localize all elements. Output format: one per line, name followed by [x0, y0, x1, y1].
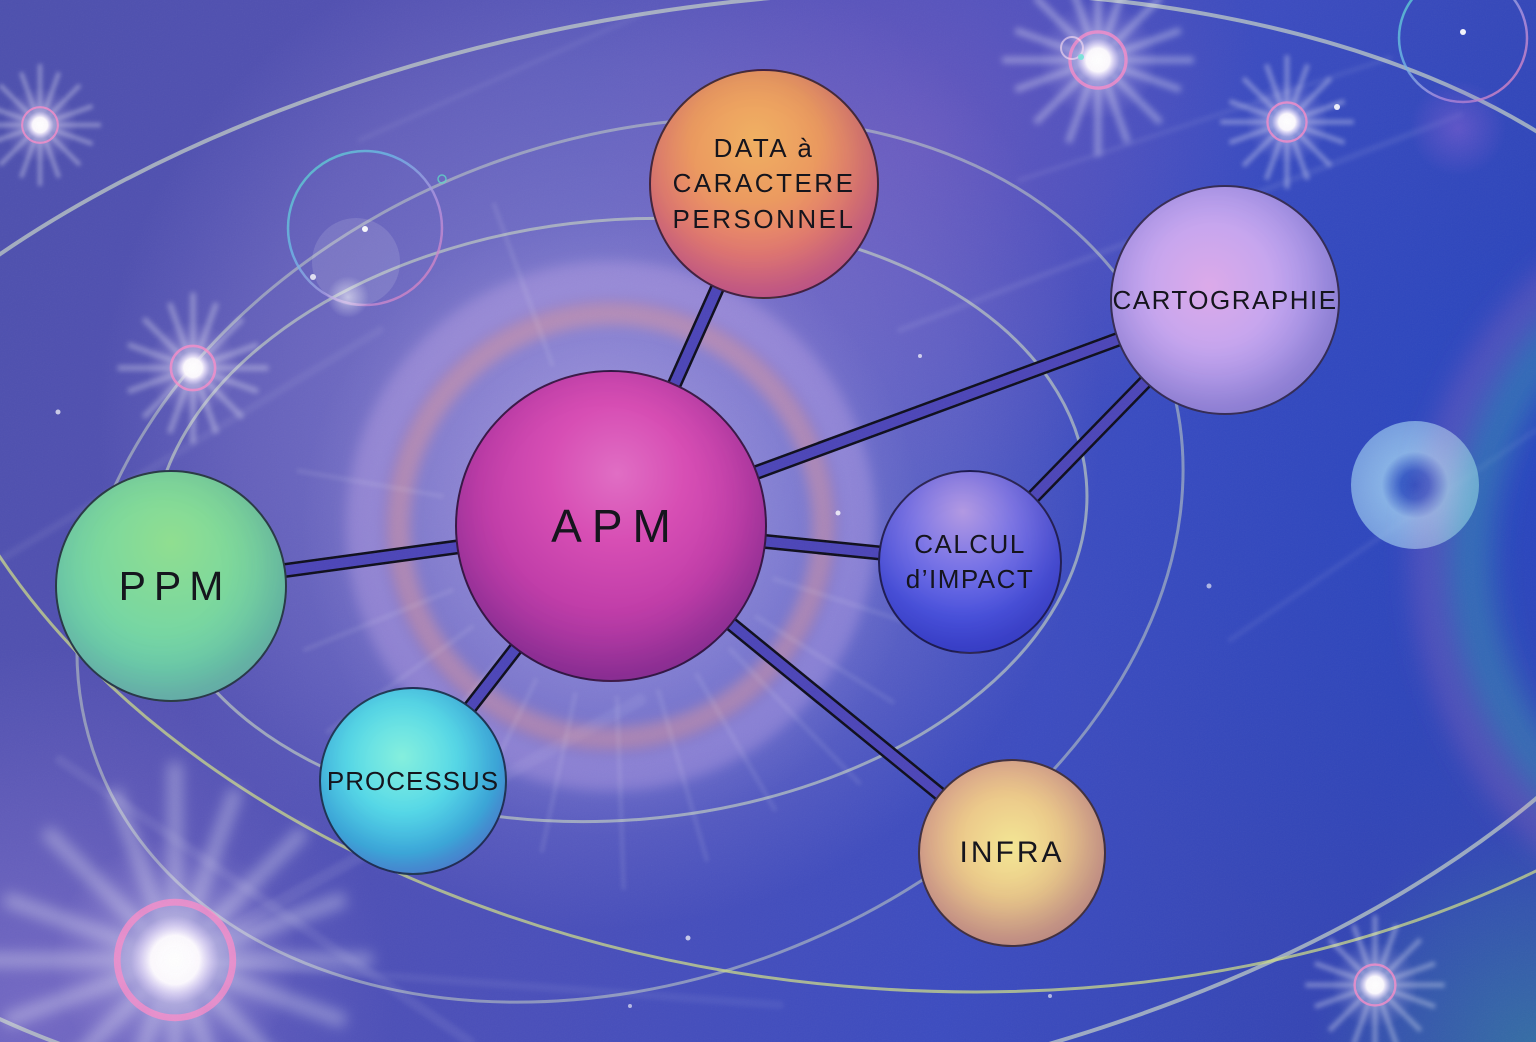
node-ppm: PPM	[55, 470, 287, 702]
node-processus: PROCESSUS	[319, 687, 507, 875]
node-data-personnel-label: DATA à CARACTERE PERSONNEL	[672, 132, 856, 234]
node-calcul-impact: CALCUL d’IMPACT	[878, 470, 1062, 654]
node-data-personnel: DATA à CARACTERE PERSONNEL	[649, 69, 879, 299]
node-calcul-impact-label: CALCUL d’IMPACT	[905, 528, 1035, 594]
node-cartographie-label: CARTOGRAPHIE	[1112, 284, 1338, 315]
node-apm: APM	[455, 370, 767, 682]
node-processus-label: PROCESSUS	[326, 765, 500, 796]
node-infra-label: INFRA	[959, 836, 1065, 869]
node-apm-label: APM	[551, 500, 681, 552]
node-ppm-label: PPM	[118, 562, 232, 609]
node-infra: INFRA	[918, 759, 1106, 947]
node-cartographie: CARTOGRAPHIE	[1110, 185, 1340, 415]
